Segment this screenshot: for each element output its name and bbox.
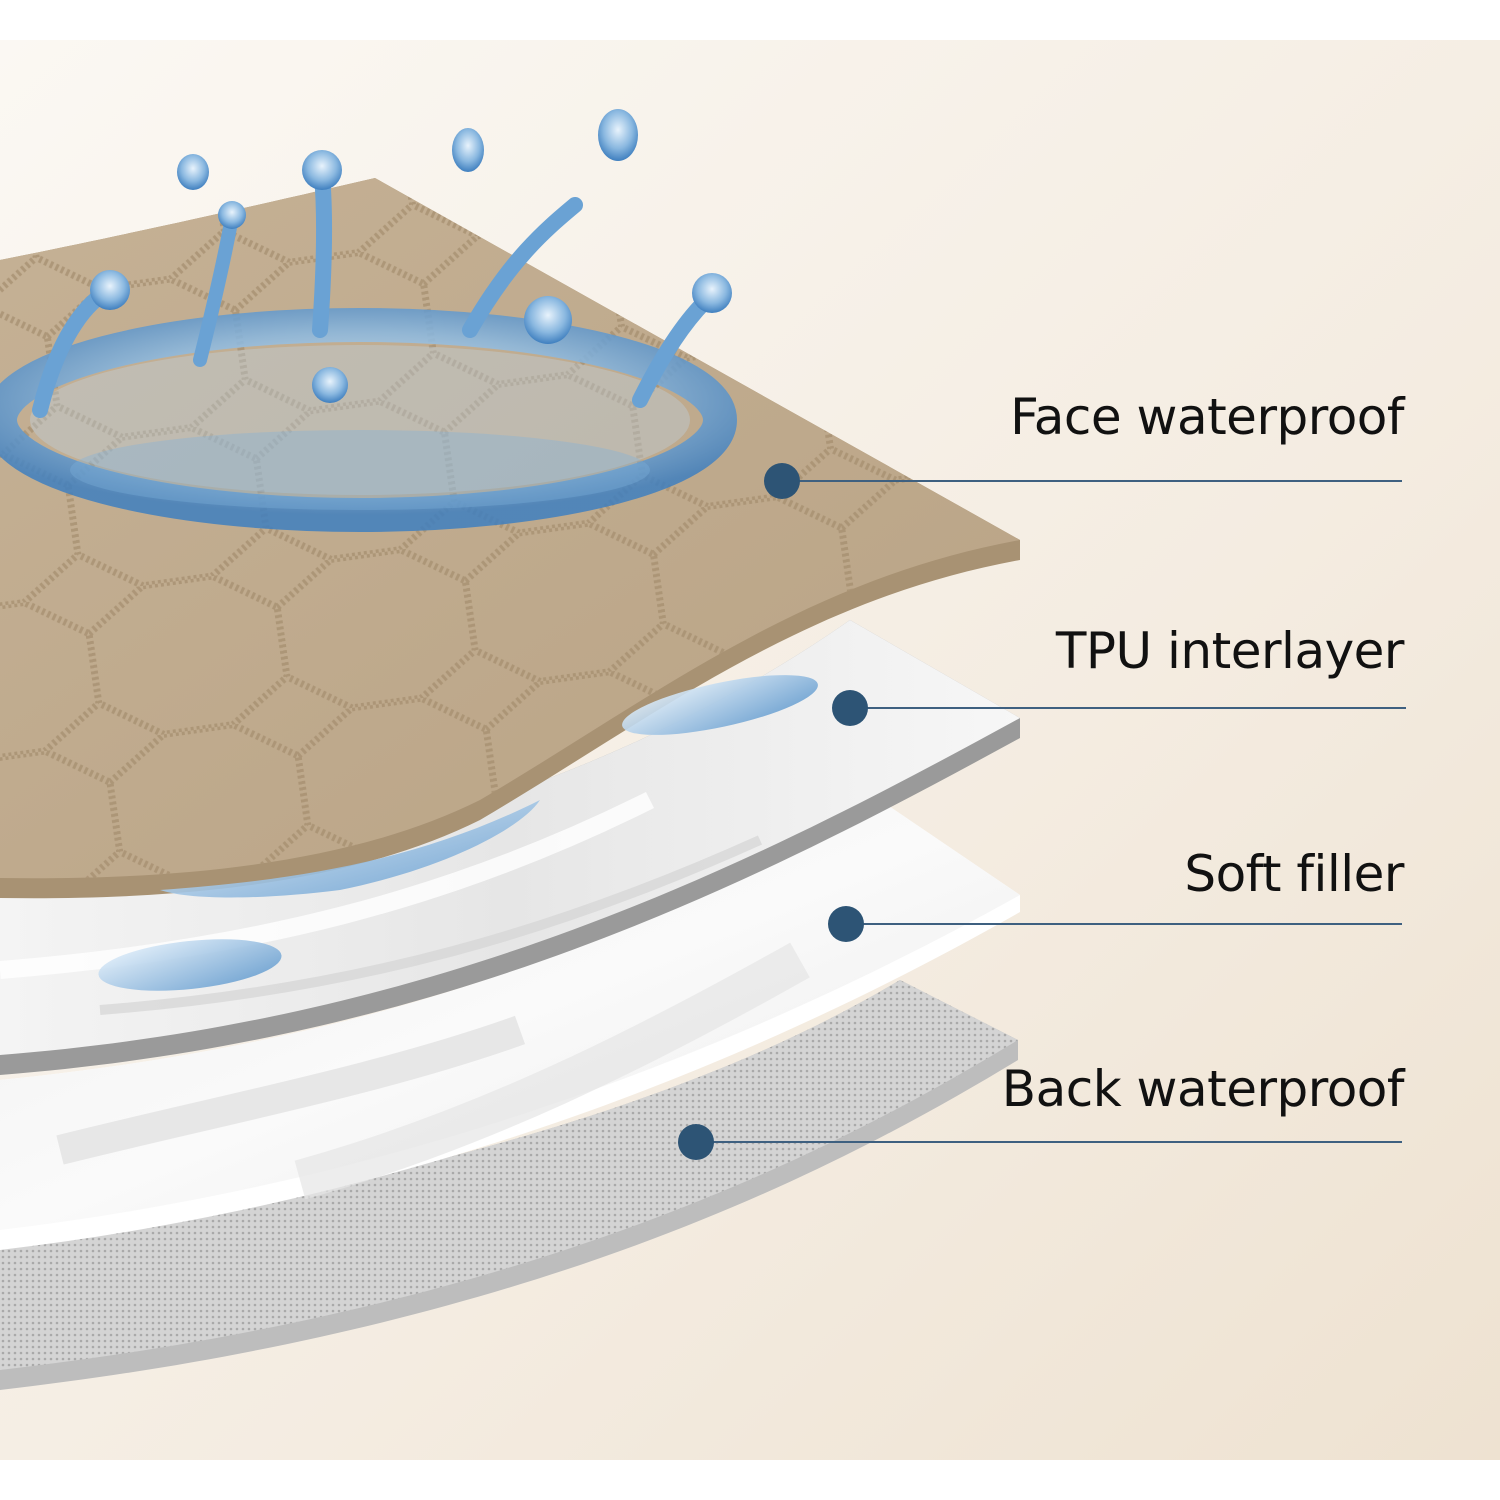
- marker-tpu: [832, 690, 868, 726]
- label-back-waterproof: Back waterproof: [1001, 1060, 1405, 1118]
- soft-filler-layer: [0, 800, 1020, 1250]
- water-splash: [0, 109, 737, 532]
- label-tpu-interlayer: TPU interlayer: [1055, 622, 1405, 680]
- face-waterproof-layer: [0, 178, 1020, 899]
- marker-face: [764, 463, 800, 499]
- marker-filler: [828, 906, 864, 942]
- label-face-waterproof: Face waterproof: [1010, 388, 1404, 446]
- label-soft-filler: Soft filler: [1184, 845, 1404, 903]
- water-droplets: [98, 675, 818, 991]
- marker-back: [678, 1124, 714, 1160]
- back-waterproof-layer: [0, 980, 1018, 1390]
